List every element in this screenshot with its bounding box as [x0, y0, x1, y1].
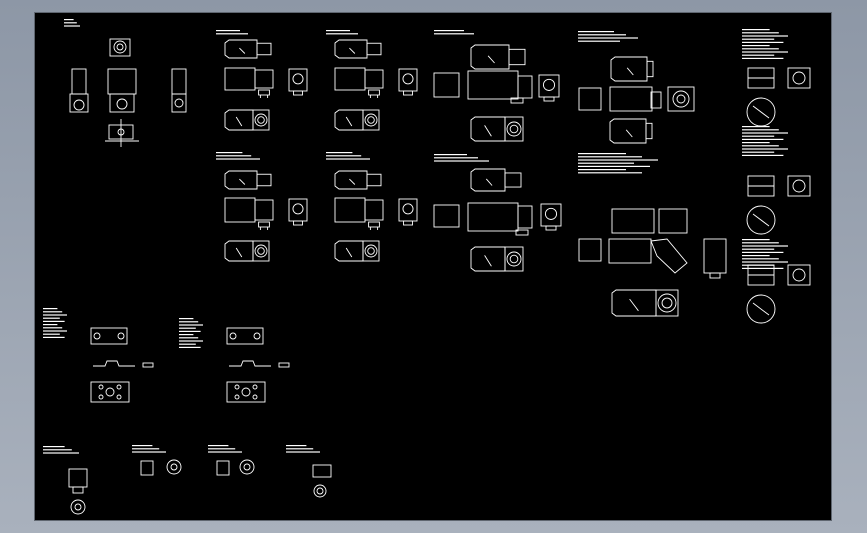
bottom-symbol-1	[43, 446, 88, 515]
bottom-symbol-2	[132, 445, 182, 476]
coil-end-4a	[667, 86, 695, 112]
right-component-2	[742, 126, 811, 235]
coil-side-2b	[334, 170, 382, 190]
terminal-block-1	[43, 308, 154, 403]
coil-end-3b	[540, 203, 562, 231]
right-component-1	[742, 29, 811, 127]
coil-header-text-1	[216, 30, 248, 35]
coil-end-1a	[288, 68, 308, 96]
coil-header-text-3b	[434, 154, 489, 162]
valve-assembly-top-left	[64, 19, 187, 147]
coil-front-3a	[433, 70, 533, 104]
coil-bottom-3b	[470, 246, 524, 272]
coil-header-text-3	[434, 30, 474, 35]
coil-front-3b	[433, 202, 533, 236]
coil-front-4b	[578, 208, 727, 279]
coil-notes-4	[578, 153, 658, 174]
coil-bottom-3a	[470, 116, 524, 142]
coil-front-4a	[578, 86, 662, 112]
coil-side-1a	[224, 39, 272, 59]
coil-end-2a	[398, 68, 418, 96]
cad-drawing-svg	[43, 19, 811, 515]
coil-side-1b	[224, 170, 272, 190]
coil-bottom-4a	[609, 118, 653, 144]
coil-side-2a	[334, 39, 382, 59]
coil-front-1b	[224, 197, 274, 230]
coil-side-4a	[610, 56, 654, 82]
coil-front-2b	[334, 197, 384, 230]
cad-drawing-canvas[interactable]	[34, 12, 832, 521]
coil-front-2a	[334, 67, 384, 98]
coil-bottom-1b	[224, 240, 270, 262]
coil-bottom-1a	[224, 109, 270, 131]
bottom-symbol-4	[286, 445, 332, 498]
coil-header-text-1b	[216, 152, 260, 160]
bottom-symbol-3	[208, 445, 255, 476]
coil-end-2b	[398, 198, 418, 226]
coil-bottom-2b	[334, 240, 380, 262]
coil-header-text-4	[578, 31, 638, 42]
coil-side-3b	[470, 168, 522, 192]
coil-end-3a	[538, 74, 560, 102]
coil-front-1a	[224, 67, 274, 98]
coil-header-text-2	[326, 30, 358, 35]
coil-side-3a	[470, 44, 526, 70]
coil-header-text-2b	[326, 152, 370, 160]
coil-end-1b	[288, 198, 308, 226]
terminal-block-2	[179, 318, 290, 403]
coil-bottom-2a	[334, 109, 380, 131]
right-component-3	[742, 239, 811, 324]
coil-bottom-4b	[611, 289, 679, 317]
